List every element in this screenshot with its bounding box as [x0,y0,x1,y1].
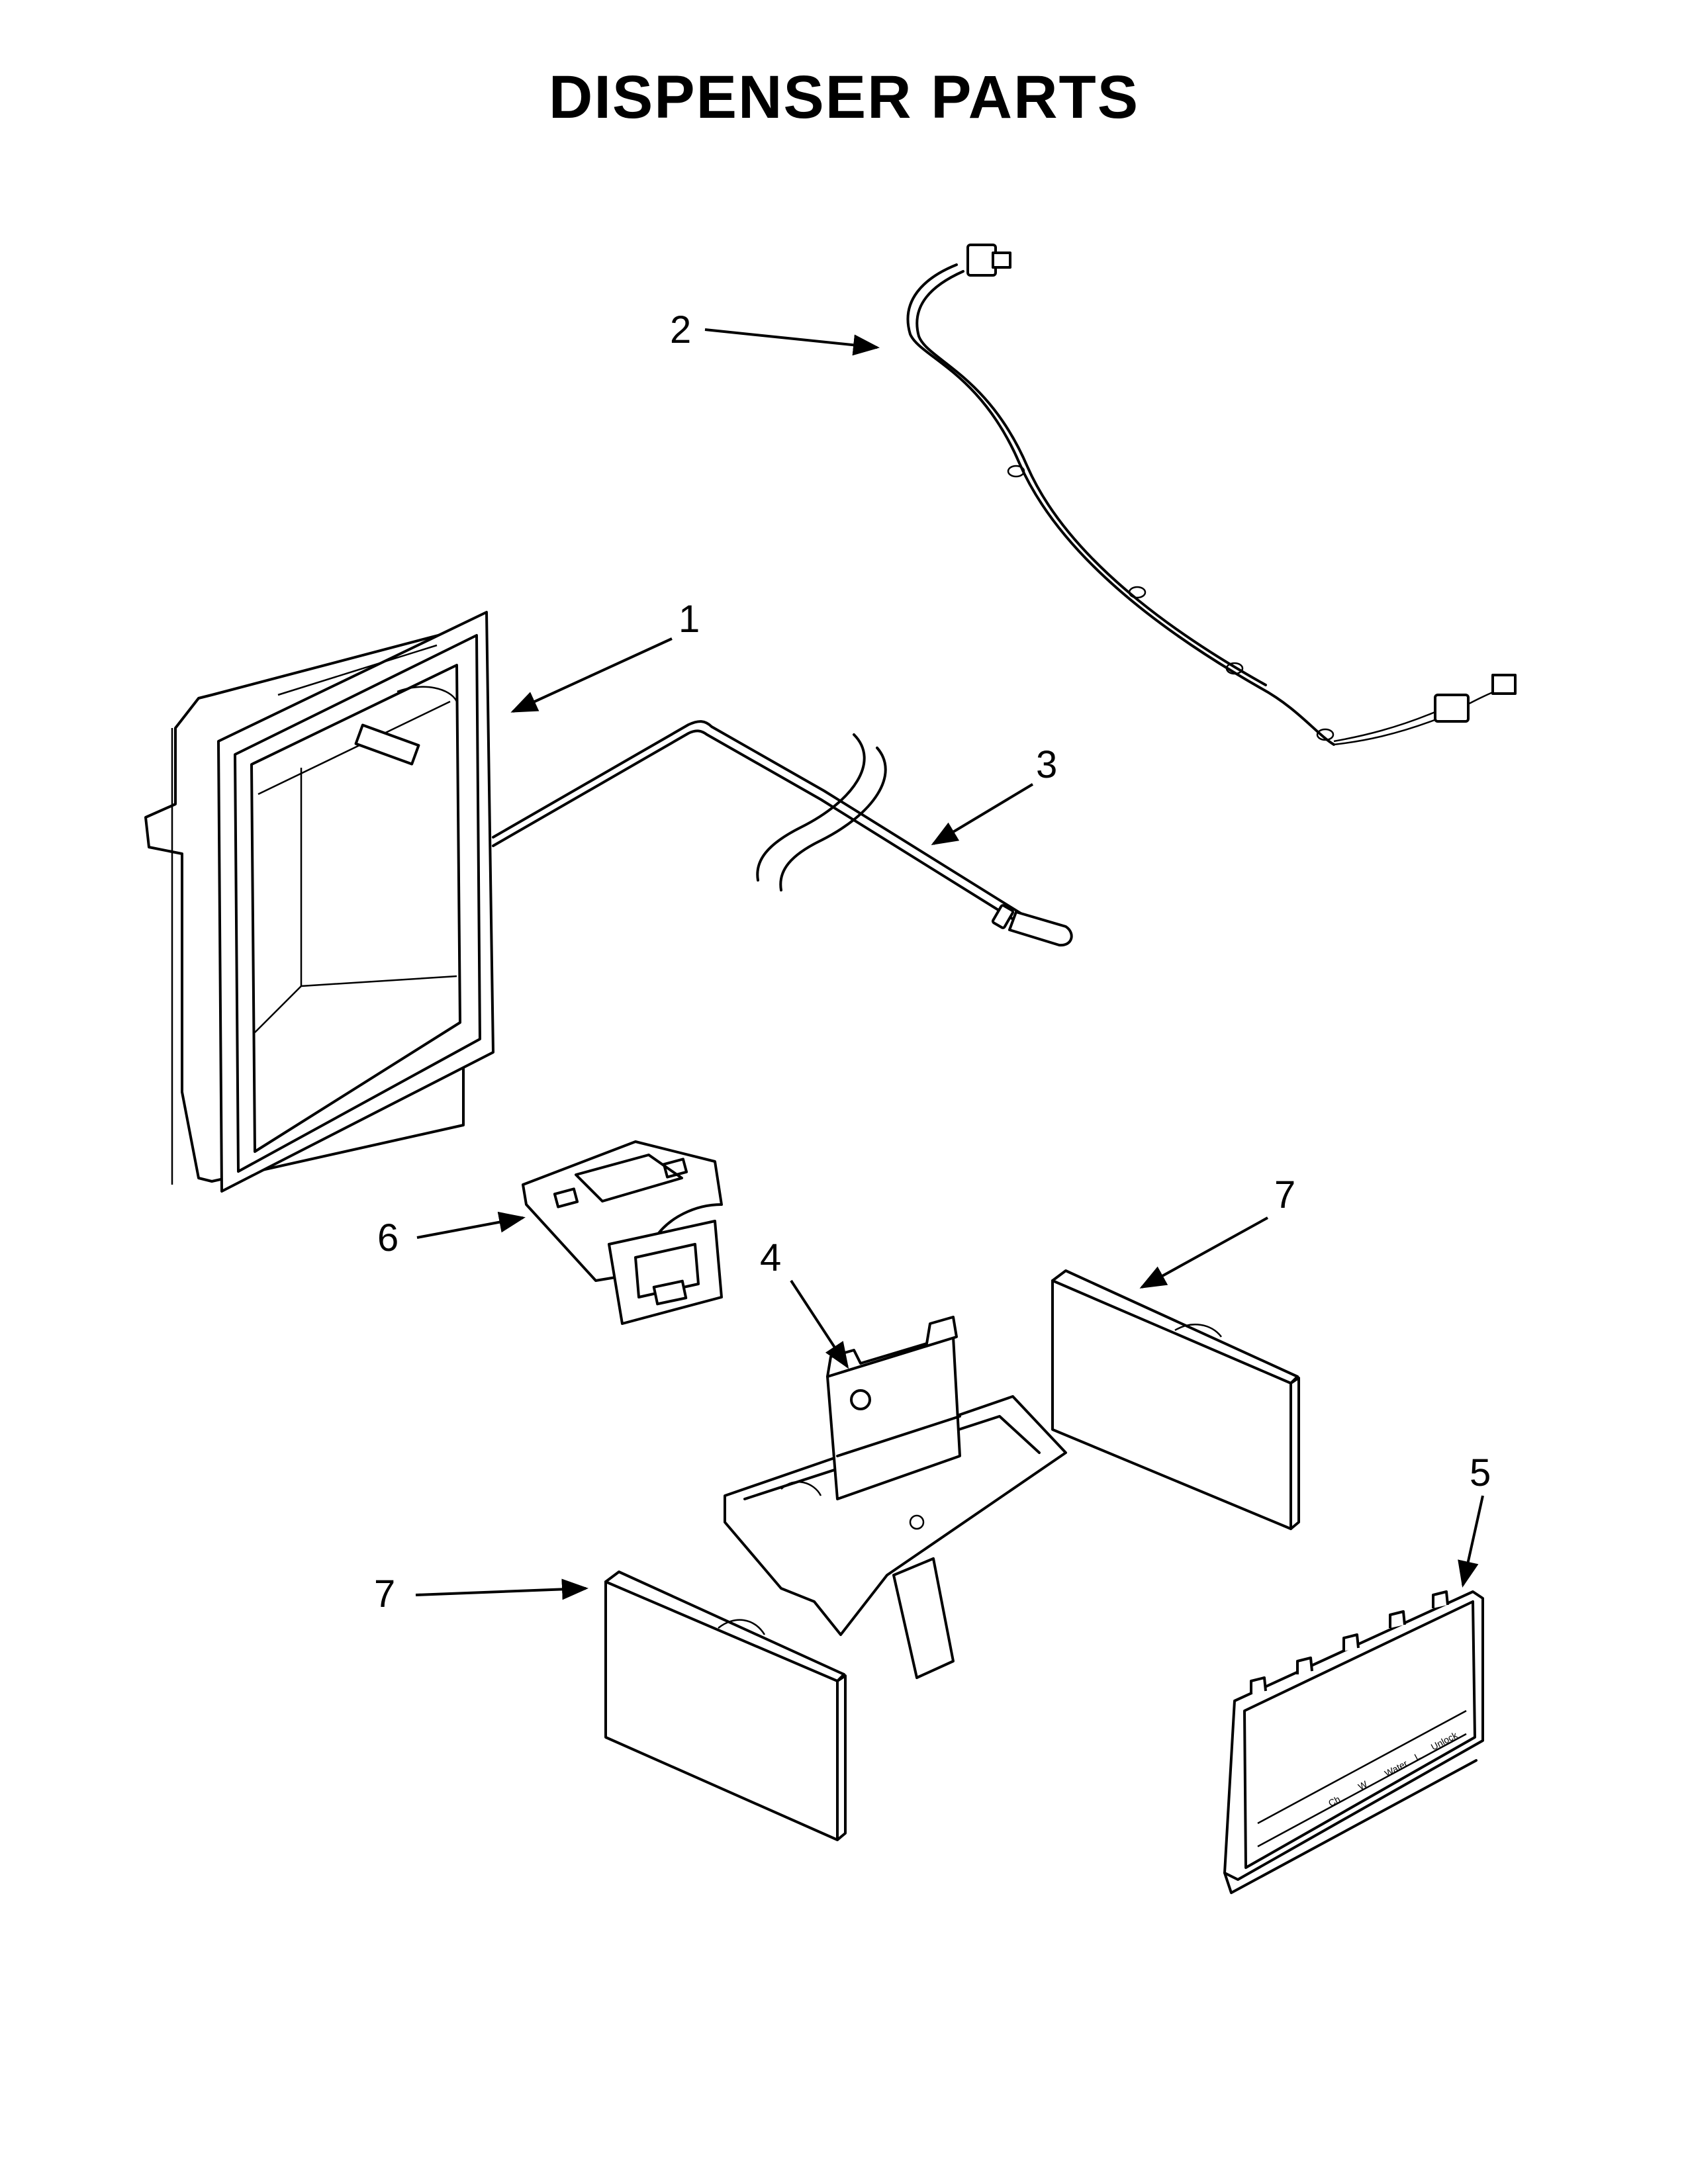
leader-1 [510,637,673,713]
part-5-control-panel: Ch W Water L Unlock [1223,1590,1484,1894]
leader-7b [415,1578,588,1600]
part-6-coupler [522,1140,723,1325]
part-1-dispenser-housing [144,611,494,1193]
callout-7a: 7 [1274,1173,1295,1216]
callout-1: 1 [679,598,700,641]
panel-label-ch: Ch [1327,1794,1342,1809]
leader-2 [704,328,880,356]
part-3-tube [492,720,1073,947]
callout-leaders [415,328,1484,1600]
page-title: DISPENSER PARTS [548,64,1140,131]
callout-6: 6 [377,1216,399,1259]
callout-labels: 1 2 3 4 5 6 7 7 [374,308,1491,1615]
callout-2: 2 [670,308,691,351]
leader-5 [1458,1495,1484,1588]
callout-3: 3 [1036,743,1057,786]
callout-4: 4 [760,1236,781,1279]
leader-7a [1139,1216,1268,1289]
leader-6 [416,1211,526,1239]
leader-4 [790,1279,849,1369]
part-7-side-panel-left [604,1570,847,1841]
part-7-side-panel-right [1051,1269,1300,1530]
callout-5: 5 [1470,1451,1491,1494]
part-4-lever-assembly [724,1316,1067,1679]
part-2-wire-harness [906,244,1517,746]
leader-3 [931,783,1034,846]
callout-7b: 7 [374,1572,395,1615]
